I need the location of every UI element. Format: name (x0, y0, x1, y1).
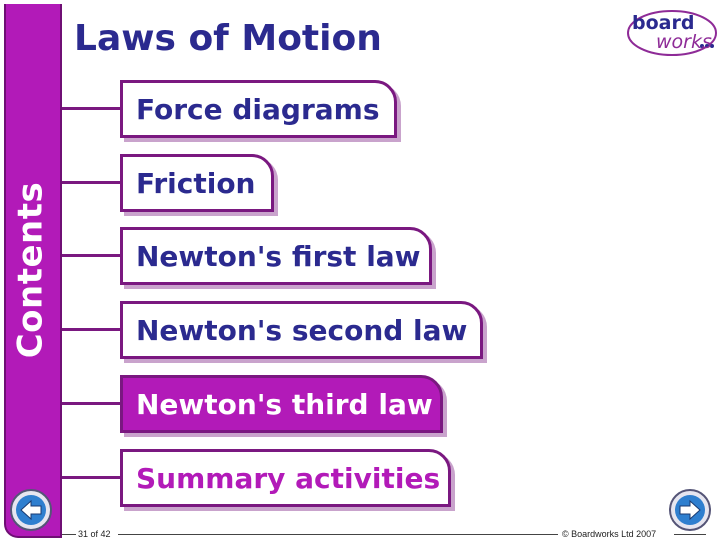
menu-item-newtons-second-law[interactable]: Newton's second law (120, 301, 483, 359)
arrow-left-icon (10, 489, 52, 531)
boardworks-logo: board works (626, 8, 718, 58)
logo-text-works: works (656, 31, 712, 53)
footer-rule-right (674, 534, 706, 535)
menu-connector-6 (62, 476, 122, 479)
menu-item-newtons-first-law[interactable]: Newton's first law (120, 227, 432, 285)
contents-sidebar-label: Contents (10, 181, 50, 359)
menu-item-label: Summary activities (136, 461, 441, 495)
arrow-right-icon (669, 489, 711, 531)
menu-item-label: Newton's first law (136, 239, 421, 273)
logo-oval (627, 10, 717, 56)
next-slide-button[interactable] (668, 488, 712, 532)
menu-item-label: Newton's third law (136, 387, 433, 421)
copyright-text: © Boardworks Ltd 2007 (562, 529, 657, 539)
menu-item-friction[interactable]: Friction (120, 154, 274, 212)
menu-connector-5 (62, 402, 122, 405)
previous-slide-button[interactable] (9, 488, 53, 532)
menu-connector-1 (62, 107, 122, 110)
contents-sidebar-label-wrap: Contents (9, 182, 51, 359)
menu-connector-2 (62, 181, 122, 184)
menu-item-label: Newton's second law (136, 313, 468, 347)
menu-connector-4 (62, 328, 122, 331)
footer-rule-middle (118, 534, 558, 535)
menu-item-summary-activities[interactable]: Summary activities (120, 449, 451, 507)
menu-item-label: Friction (136, 166, 256, 200)
page-title: Laws of Motion (74, 18, 382, 59)
slide-counter: 31 of 42 (78, 529, 111, 539)
menu-connector-3 (62, 254, 122, 257)
menu-item-force-diagrams[interactable]: Force diagrams (120, 80, 397, 138)
menu-item-label: Force diagrams (136, 92, 380, 126)
logo-text-board: board (632, 12, 695, 34)
contents-sidebar (4, 4, 62, 538)
menu-item-newtons-third-law[interactable]: Newton's third law (120, 375, 443, 433)
footer-rule-left (62, 534, 76, 535)
